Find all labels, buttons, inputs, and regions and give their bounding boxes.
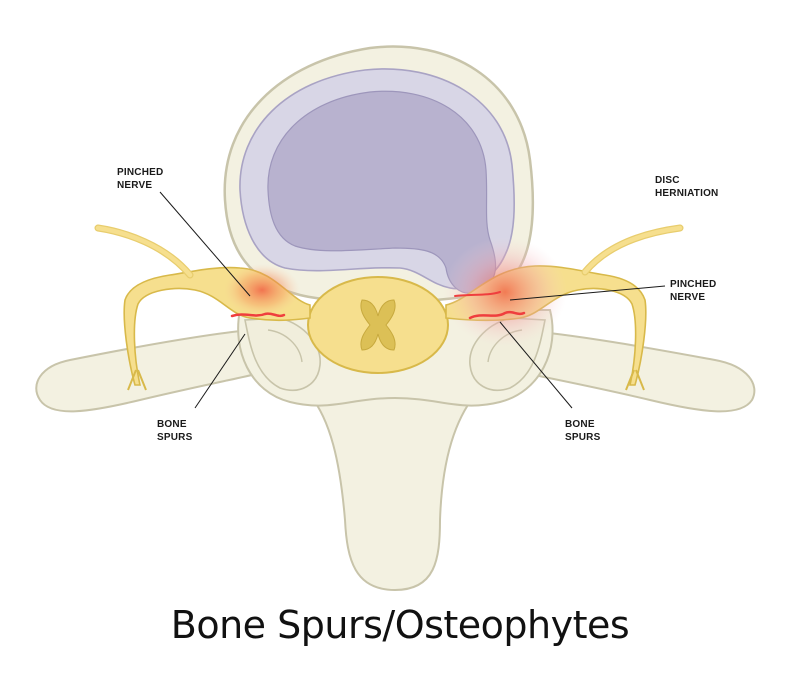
bone-spur-left xyxy=(230,312,286,318)
label-bone-spurs-left: BONE SPURS xyxy=(157,419,193,443)
label-bone-spurs-right: BONE SPURS xyxy=(565,419,601,443)
leader-pinched-nerve-right xyxy=(509,285,666,301)
bone-spur-right xyxy=(468,310,526,320)
spinous-process xyxy=(307,394,478,592)
inflammation-left xyxy=(224,264,300,316)
transverse-process-left xyxy=(35,328,267,413)
label-pinched-nerve-right: PINCHED NERVE xyxy=(670,279,719,303)
leader-bone-spurs-left xyxy=(194,333,246,409)
inflammation-right xyxy=(443,237,567,347)
label-disc-herniation: DISC HERNIATION xyxy=(655,175,718,199)
leader-pinched-nerve-left xyxy=(159,191,251,297)
facet-joint-left xyxy=(244,317,321,391)
label-pinched-nerve-left: PINCHED NERVE xyxy=(117,167,166,191)
diagram-title: Bone Spurs/Osteophytes xyxy=(170,603,630,647)
vertebra-illustration: PINCHED NERVE DISC HERNIATION PINCHED NE… xyxy=(35,45,756,592)
gray-matter xyxy=(360,299,396,351)
leader-bone-spurs-right xyxy=(499,321,573,409)
